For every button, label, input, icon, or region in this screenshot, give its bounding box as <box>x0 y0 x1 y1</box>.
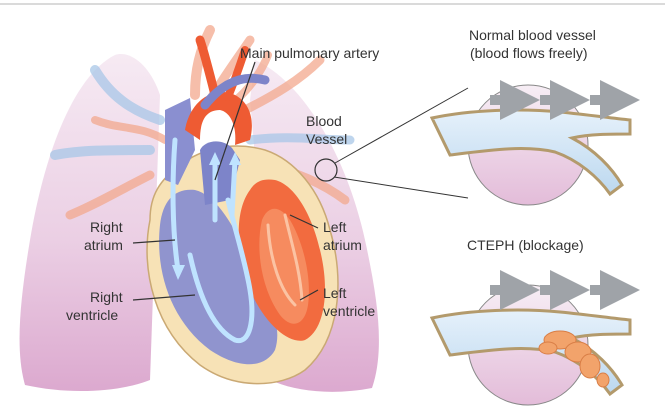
label-right-atrium-line1: Right <box>90 219 123 235</box>
label-right-ventricle-line1: Right <box>90 289 123 305</box>
normal-inset-title-line1: Normal blood vessel <box>469 27 596 43</box>
cteph-vessel-inset <box>432 285 630 405</box>
label-right-ventricle-line2: ventricle <box>66 307 118 323</box>
zoom-line-bottom <box>334 177 468 198</box>
label-left-atrium-line1: Left <box>323 219 346 235</box>
label-blood-vessel-line1: Blood <box>306 113 342 129</box>
label-right-atrium-line2: atrium <box>84 237 123 253</box>
label-left-atrium-line2: atrium <box>323 237 362 253</box>
normal-vessel-inset <box>432 85 630 205</box>
label-blood-vessel-line2: Vessel <box>306 131 347 147</box>
label-main-pulmonary-artery: Main pulmonary artery <box>240 45 379 61</box>
cteph-inset-title: CTEPH (blockage) <box>467 237 584 253</box>
normal-inset-title-line2: (blood flows freely) <box>470 45 588 61</box>
label-left-ventricle-line2: ventricle <box>323 303 375 319</box>
label-left-ventricle-line1: Left <box>323 285 346 301</box>
